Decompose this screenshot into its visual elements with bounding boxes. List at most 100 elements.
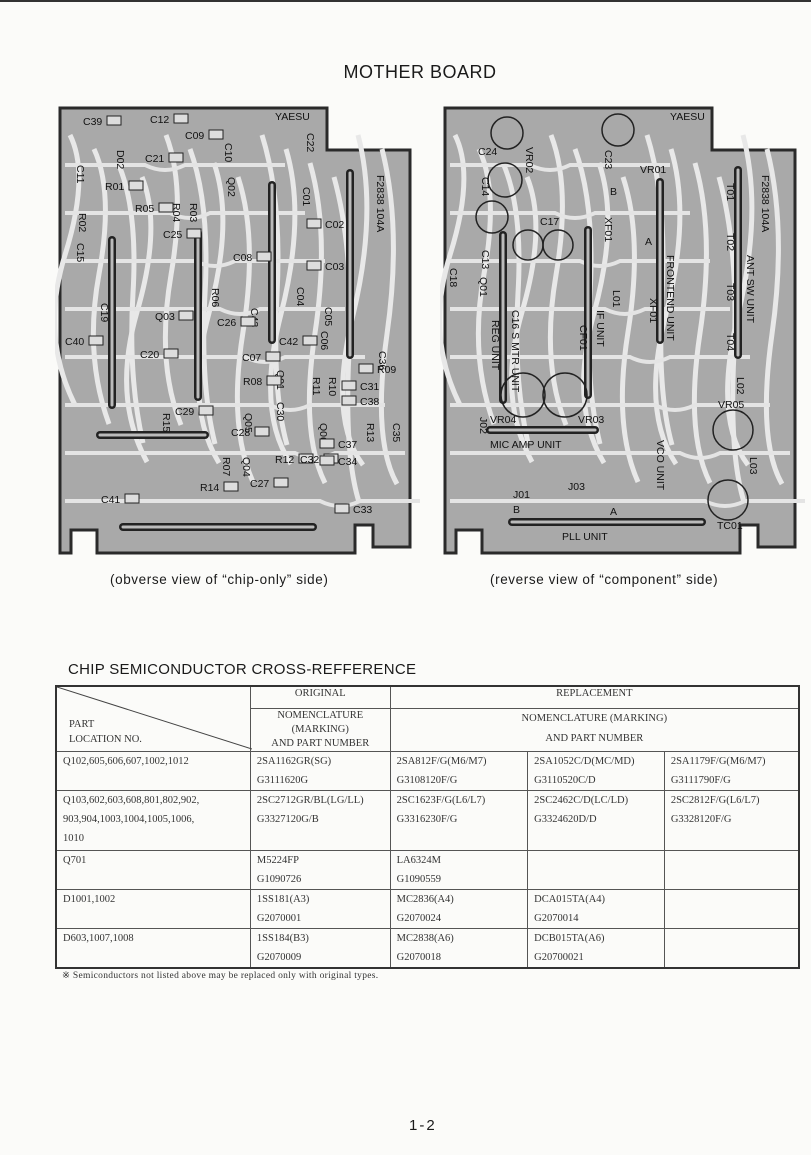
- component-label: C41: [101, 494, 120, 506]
- component-label: A: [610, 506, 617, 518]
- component-label: C09: [185, 130, 204, 142]
- component-label: R10: [326, 377, 338, 396]
- component-label: C11: [74, 165, 86, 184]
- component-outline: [601, 113, 635, 147]
- component-label: C24: [478, 146, 497, 158]
- component-label: R13: [364, 423, 376, 442]
- cell-line: G3316230F/G: [396, 813, 458, 825]
- cell-line: 903,904,1003,1004,1005,1006,: [63, 813, 195, 825]
- component-label: C06: [318, 331, 330, 350]
- component-label: XF01: [602, 217, 614, 242]
- page-top-border: [0, 0, 811, 2]
- component-label: C02: [325, 219, 344, 231]
- copper-trace: [653, 148, 683, 466]
- component-label: C18: [447, 268, 459, 287]
- component-label: CF01: [577, 325, 589, 351]
- cell-line: G3111790F/G: [670, 774, 731, 786]
- copper-trace: [450, 403, 770, 412]
- chip-component: [173, 113, 189, 124]
- cell-line: G1090559: [396, 873, 441, 885]
- component-label: C01: [300, 187, 312, 206]
- component-label: C25: [163, 229, 182, 241]
- component-label: C08: [233, 252, 252, 264]
- chip-component: [208, 129, 224, 140]
- original-header: ORIGINAL: [249, 685, 391, 709]
- component-label: FRONTEND UNIT: [664, 255, 676, 341]
- component-label: C03: [325, 261, 344, 273]
- replacement-header: REPLACEMENT: [389, 685, 800, 709]
- component-label: T03: [724, 283, 736, 301]
- chip-component: [306, 218, 322, 229]
- chip-component: [319, 455, 335, 466]
- component-label: F2838 104A: [374, 175, 386, 232]
- sub-line: AND PART NUMBER: [545, 732, 644, 744]
- cell-line: D1001,1002: [63, 893, 116, 905]
- component-label: C39: [83, 116, 102, 128]
- component-label: C37: [338, 439, 357, 451]
- copper-trace: [450, 211, 690, 220]
- replacement-part-cell: DCB015TA(A6)G20700021: [527, 927, 665, 969]
- component-label: C27: [250, 478, 269, 490]
- component-label: VCO UNIT: [654, 440, 666, 491]
- replacement-part-cell: 2SC2812F/G(L6/L7)G3328120F/G: [663, 789, 800, 851]
- table-row: Q103,602,603,608,801,802,902, 903,904,100…: [55, 789, 800, 851]
- original-part-cell: 1SS184(B3)G2070009: [249, 927, 391, 969]
- copper-trace: [234, 176, 256, 484]
- part-location-cell: Q701: [55, 849, 251, 890]
- component-label: C34: [338, 456, 357, 468]
- copper-trace: [763, 148, 785, 486]
- sub-line: NOMENCLATURE (MARKING): [521, 712, 668, 724]
- component-label: ANT SW UNIT: [744, 255, 756, 324]
- cell-line: G2070024: [396, 912, 441, 924]
- copper-trace: [450, 451, 790, 460]
- copper-trace: [65, 403, 385, 412]
- component-label: VR04: [490, 414, 516, 426]
- cell-line: M5224FP: [256, 854, 299, 866]
- component-label: R07: [220, 457, 232, 476]
- component-label: MIC AMP UNIT: [490, 439, 562, 451]
- replacement-part-cell: MC2838(A6)G2070018: [389, 927, 529, 969]
- cell-line: G3110520C/D: [534, 774, 596, 786]
- chip-component: [298, 453, 314, 464]
- component-label: R03: [187, 203, 199, 222]
- component-label: J01: [513, 489, 530, 501]
- copper-trace: [65, 307, 345, 316]
- cell-line: 2SC2462C/D(LC/LD): [534, 794, 629, 806]
- chip-component: [334, 503, 350, 514]
- component-label: C14: [479, 177, 491, 196]
- component-label: B: [610, 186, 617, 198]
- component-label: B: [513, 504, 520, 516]
- copper-trace: [268, 148, 298, 466]
- chip-component: [358, 363, 374, 374]
- cell-line: G1090726: [256, 873, 302, 885]
- cell-line: 1SS181(A3): [256, 893, 310, 905]
- component-label: Q02: [225, 177, 237, 197]
- page-number: 1-2: [409, 1117, 437, 1134]
- page-title: MOTHER BOARD: [343, 62, 497, 82]
- component-label: PLL UNIT: [562, 531, 608, 543]
- component-label: YAESU: [670, 111, 705, 123]
- chip-component: [223, 481, 239, 492]
- copper-trace: [162, 134, 184, 426]
- cell-line: G2070009: [256, 951, 302, 963]
- cell-line: 2SA1162GR(SG): [256, 755, 332, 767]
- component-label: C40: [65, 336, 84, 348]
- component-label: C36: [376, 351, 388, 370]
- component-label: R08: [243, 376, 262, 388]
- component-outline: [487, 162, 523, 198]
- cell-line: D603,1007,1008: [63, 932, 134, 944]
- cell-line: Q103,602,603,608,801,802,902,: [63, 794, 200, 806]
- chip-component: [168, 152, 184, 163]
- cell-line: 2SA1052C/D(MC/MD): [534, 755, 635, 767]
- component-label: XF01: [647, 298, 659, 323]
- cell-line: 2SC2812F/G(L6/L7): [670, 794, 760, 806]
- component-label: A: [645, 236, 652, 248]
- chip-component: [124, 493, 140, 504]
- component-outline: [712, 409, 754, 451]
- component-label: C15: [74, 243, 86, 262]
